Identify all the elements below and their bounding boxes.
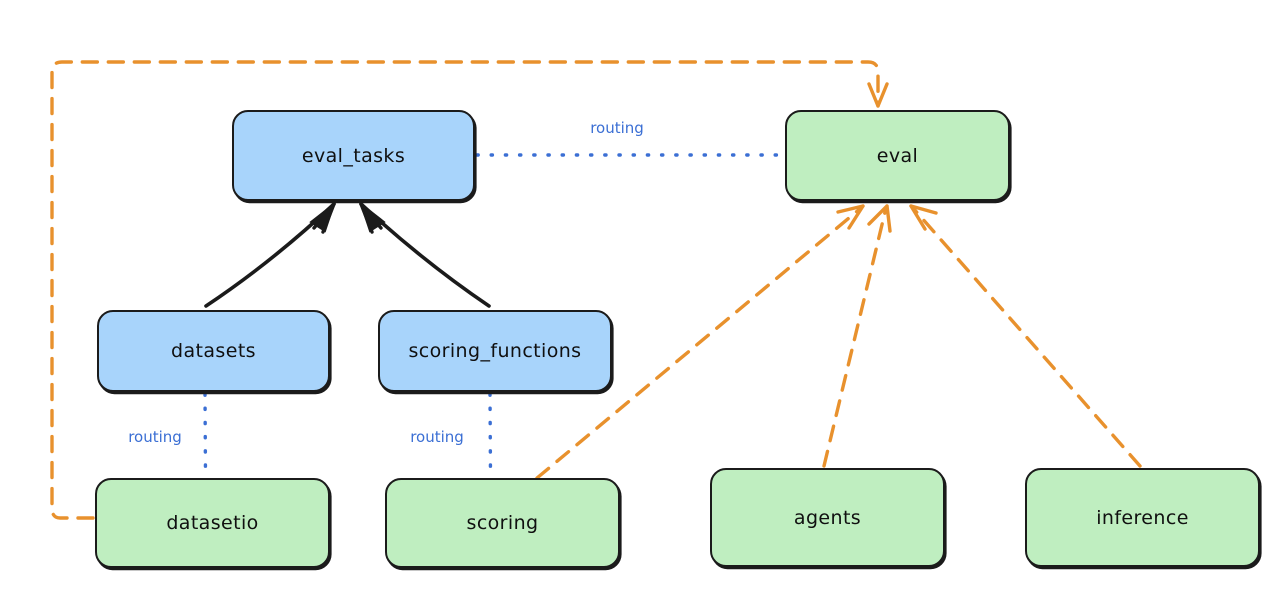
edge-label-routing-datasets: routing (128, 428, 182, 446)
edge-datasets-to-eval_tasks (204, 201, 336, 308)
node-label: datasetio (166, 512, 259, 534)
node-label: eval_tasks (301, 144, 406, 167)
node-scoring-functions[interactable]: scoring_functions (378, 310, 612, 392)
node-inference[interactable]: inference (1025, 468, 1260, 567)
edge-inference-to-eval (909, 204, 1142, 468)
node-label: datasets (171, 340, 256, 362)
edge-label-routing-eval-tasks: routing (590, 119, 644, 137)
edge-datasets-to-datasetio (203, 392, 208, 479)
node-agents[interactable]: agents (710, 468, 945, 567)
node-eval-tasks[interactable]: eval_tasks (232, 110, 475, 201)
node-label: agents (793, 506, 862, 529)
node-label: inference (1096, 506, 1189, 529)
edge-scoring_functions-to-scoring (488, 392, 493, 479)
edge-label-routing-scoring-functions: routing (410, 428, 464, 446)
node-scoring[interactable]: scoring (385, 478, 620, 568)
node-datasets[interactable]: datasets (97, 310, 330, 392)
edge-agents-to-eval (822, 204, 892, 468)
node-label: eval (876, 144, 919, 167)
node-eval[interactable]: eval (785, 110, 1010, 201)
edge-scoring_functions-to-eval_tasks (359, 201, 491, 308)
node-label: scoring (466, 512, 539, 534)
node-label: scoring_functions (408, 340, 582, 362)
node-datasetio[interactable]: datasetio (95, 478, 330, 568)
